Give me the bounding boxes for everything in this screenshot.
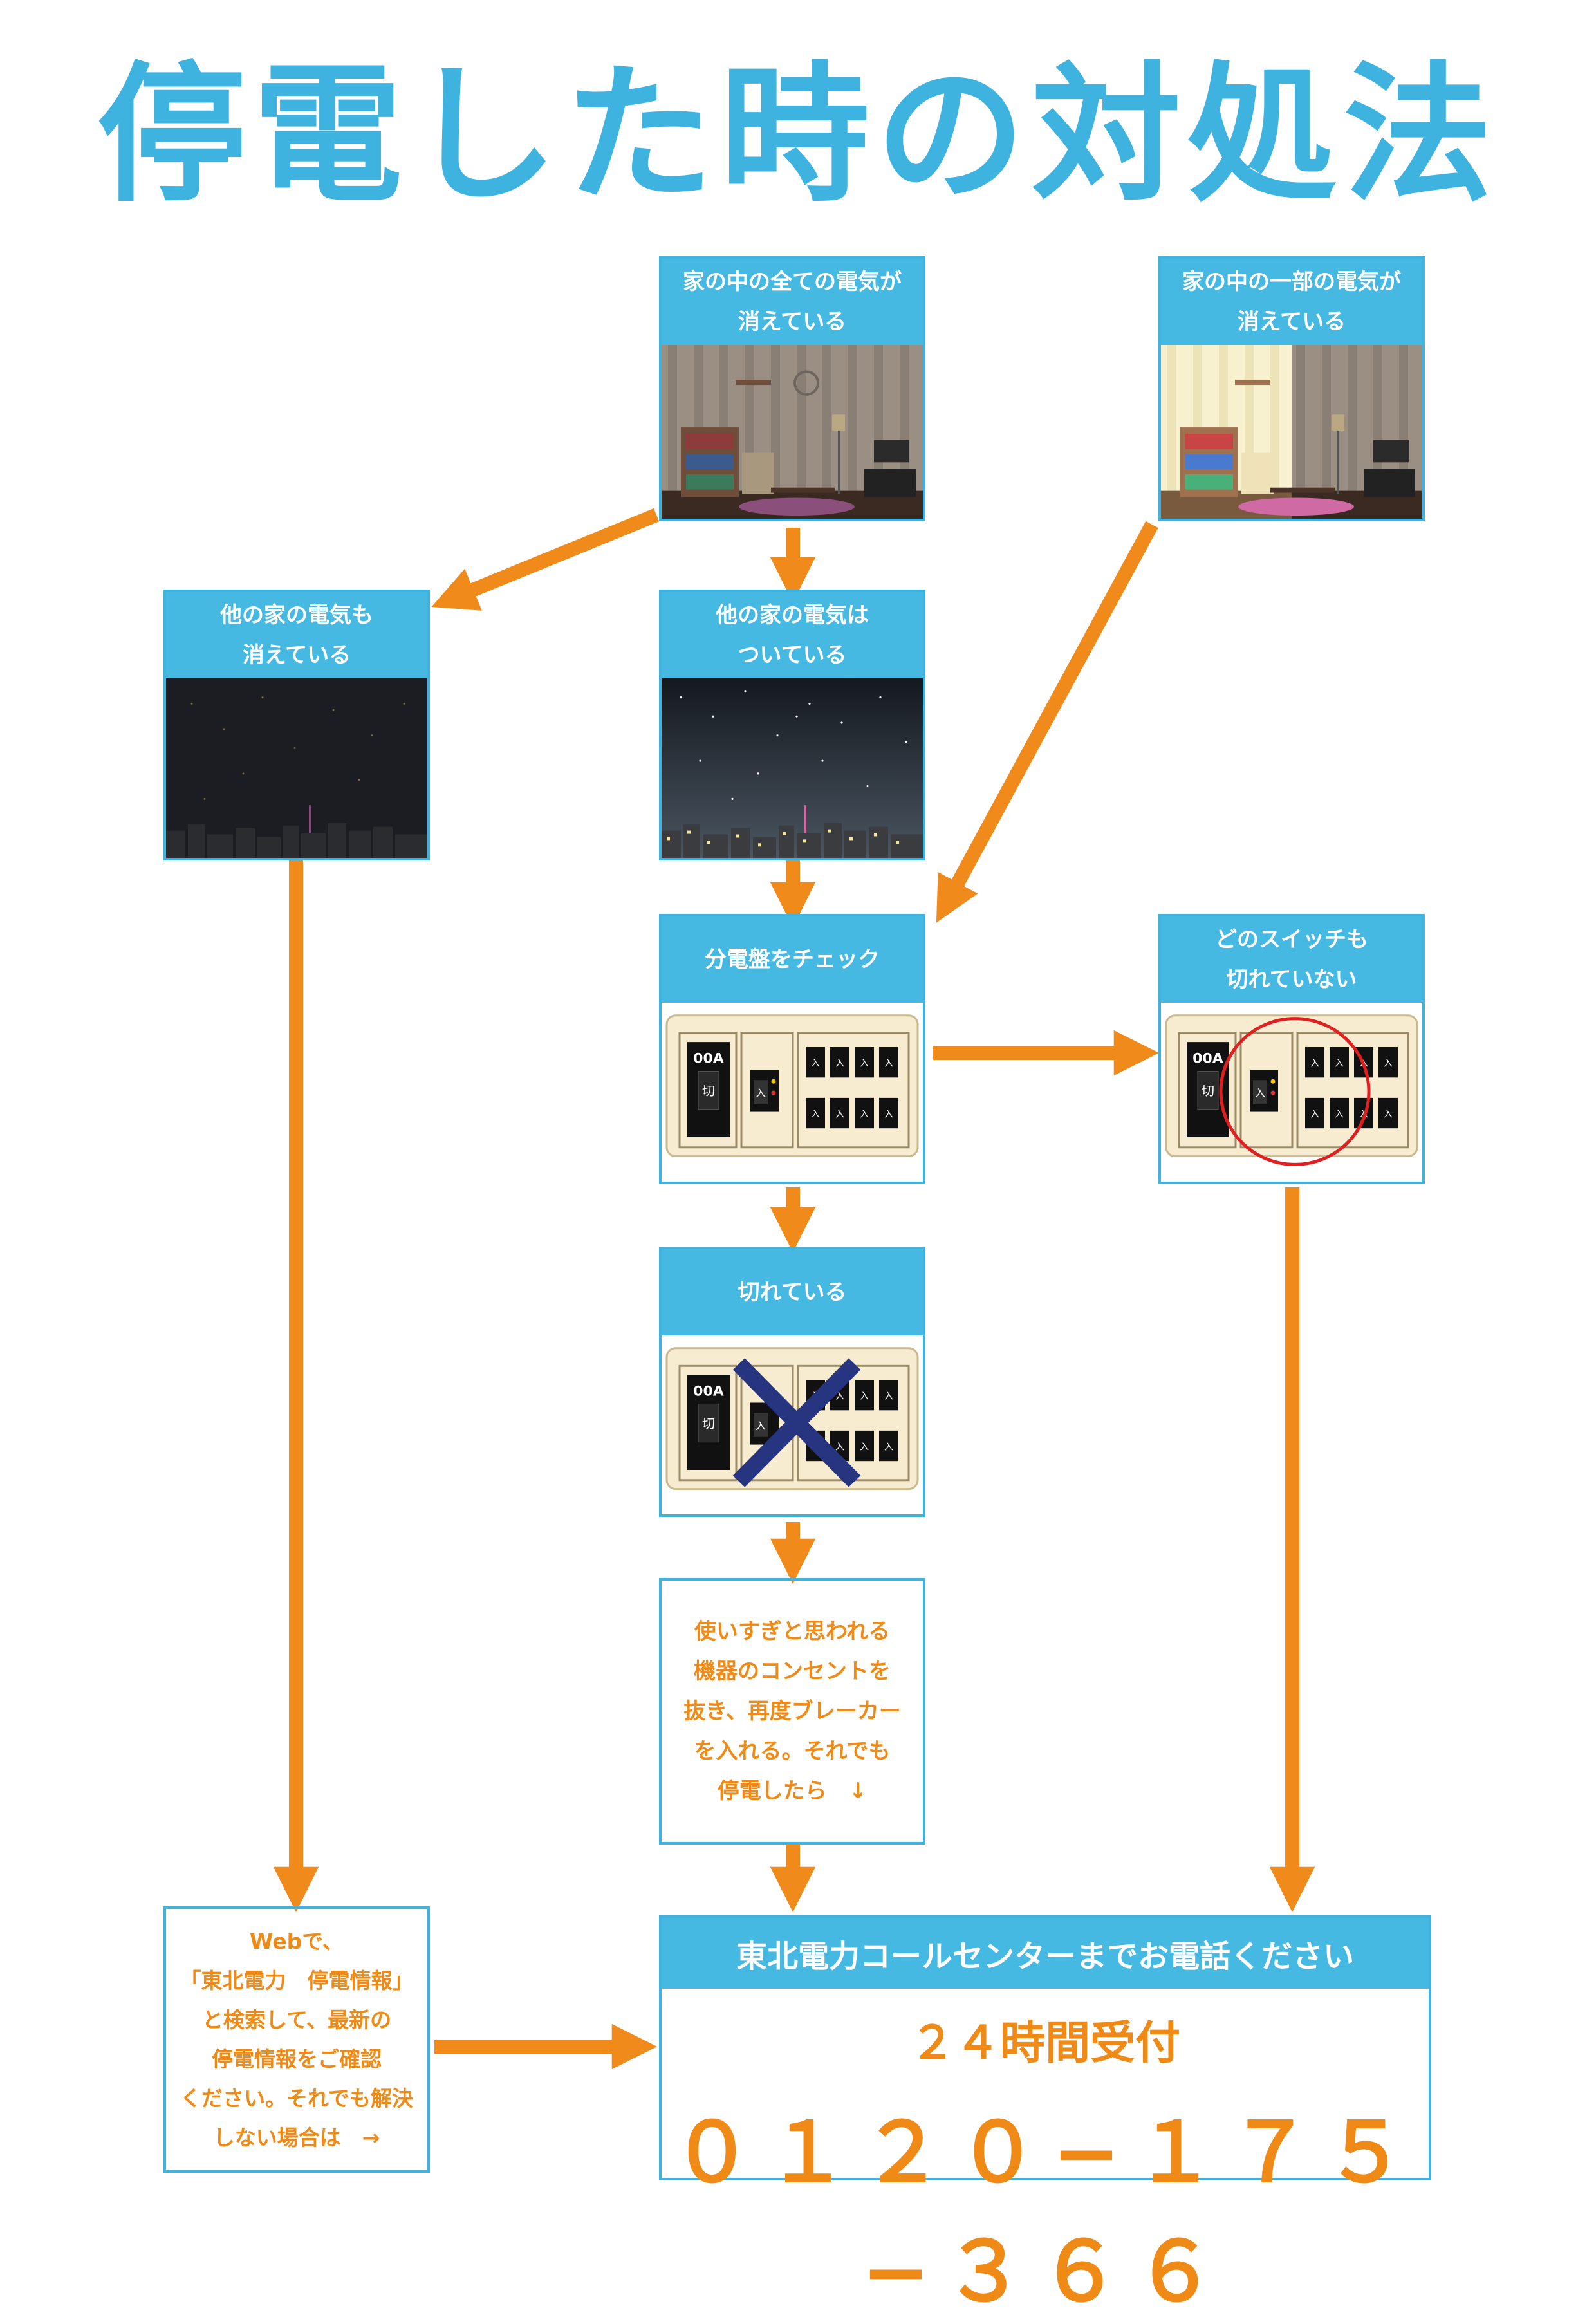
half-lit-room-illustration (1161, 345, 1422, 519)
card-check-panel-header: 分電盤をチェック (662, 916, 923, 1003)
svg-text:切: 切 (702, 1084, 715, 1099)
card-no-switch-off-header: どのスイッチも 切れていない (1161, 916, 1422, 1003)
svg-text:入: 入 (884, 1059, 893, 1069)
step-unplug-text: 使いすぎと思われる 機器のコンセントを 抜き、再度ブレーカー を入れる。それでも… (659, 1578, 925, 1845)
svg-text:入: 入 (884, 1442, 893, 1453)
svg-text:入: 入 (811, 1059, 820, 1069)
svg-text:入: 入 (860, 1442, 869, 1453)
call-center-header: 東北電力コールセンターまでお電話ください (662, 1918, 1429, 1989)
call-center-phone[interactable]: ０１２０−１７５−３６６ (671, 2105, 1420, 2320)
card-no-switch-off: どのスイッチも 切れていない 00A 切 入 入入入入入入入入 (1158, 914, 1425, 1184)
card-neighbors-on-header: 他の家の電気は ついている (662, 592, 923, 678)
card-all-off-header: 家の中の全ての電気が 消えている (662, 259, 923, 345)
svg-text:入: 入 (860, 1391, 869, 1402)
dark-room-illustration (662, 345, 923, 519)
lit-city-night-illustration (662, 678, 923, 858)
svg-text:入: 入 (756, 1087, 766, 1099)
svg-text:00A: 00A (693, 1051, 724, 1067)
dark-city-night-illustration (166, 678, 427, 858)
svg-text:入: 入 (835, 1391, 844, 1402)
step-web-text: Webで、 「東北電力 停電情報」 と検索して、最新の 停電情報をご確認 くださ… (163, 1906, 430, 2173)
svg-text:入: 入 (1384, 1110, 1393, 1120)
card-tripped-header: 切れている (662, 1249, 923, 1335)
card-partial-off: 家の中の一部の電気が 消えている (1158, 256, 1425, 521)
call-center-box: 東北電力コールセンターまでお電話ください ２４時間受付 ０１２０−１７５−３６６ (659, 1915, 1431, 2320)
card-partial-off-header: 家の中の一部の電気が 消えている (1161, 259, 1422, 345)
svg-text:入: 入 (835, 1442, 844, 1453)
svg-text:入: 入 (884, 1110, 893, 1120)
svg-text:切: 切 (702, 1417, 715, 1431)
svg-text:入: 入 (835, 1110, 844, 1120)
card-check-panel: 分電盤をチェック 00A 切 入 入入入入入入入入 (659, 914, 925, 1184)
card-neighbors-off-header: 他の家の電気も 消えている (166, 592, 427, 678)
svg-text:入: 入 (1255, 1087, 1265, 1099)
page-title: 停電した時の対処法 (97, 48, 1499, 222)
svg-text:入: 入 (1335, 1110, 1344, 1120)
svg-text:00A: 00A (1192, 1051, 1223, 1067)
svg-text:00A: 00A (693, 1384, 724, 1400)
call-center-hours: ２４時間受付 (910, 2016, 1180, 2069)
svg-text:入: 入 (884, 1391, 893, 1402)
svg-text:入: 入 (811, 1110, 820, 1120)
breaker-panel-illustration: 00A 切 入 入入入入入入入入 (662, 1003, 923, 1182)
svg-text:入: 入 (860, 1059, 869, 1069)
arrow-all-off-to-neighbors-off (431, 508, 660, 611)
svg-text:入: 入 (835, 1059, 844, 1069)
flow-arrows (273, 508, 1315, 2070)
cross-mark (732, 1358, 861, 1487)
svg-text:入: 入 (860, 1110, 869, 1120)
svg-text:入: 入 (1310, 1110, 1319, 1120)
card-neighbors-on: 他の家の電気は ついている (659, 590, 925, 860)
card-all-off: 家の中の全ての電気が 消えている (659, 256, 925, 521)
svg-text:入: 入 (1335, 1059, 1344, 1069)
svg-text:切: 切 (1202, 1084, 1214, 1099)
arrow-partial-to-check-panel (936, 521, 1158, 923)
red-circle-highlight (1219, 1017, 1371, 1166)
svg-text:入: 入 (1310, 1059, 1319, 1069)
svg-text:入: 入 (756, 1420, 766, 1432)
svg-text:入: 入 (1384, 1059, 1393, 1069)
card-neighbors-off: 他の家の電気も 消えている (163, 590, 430, 860)
breaker-panel-circled-illustration: 00A 切 入 入入入入入入入入 (1161, 1003, 1422, 1182)
